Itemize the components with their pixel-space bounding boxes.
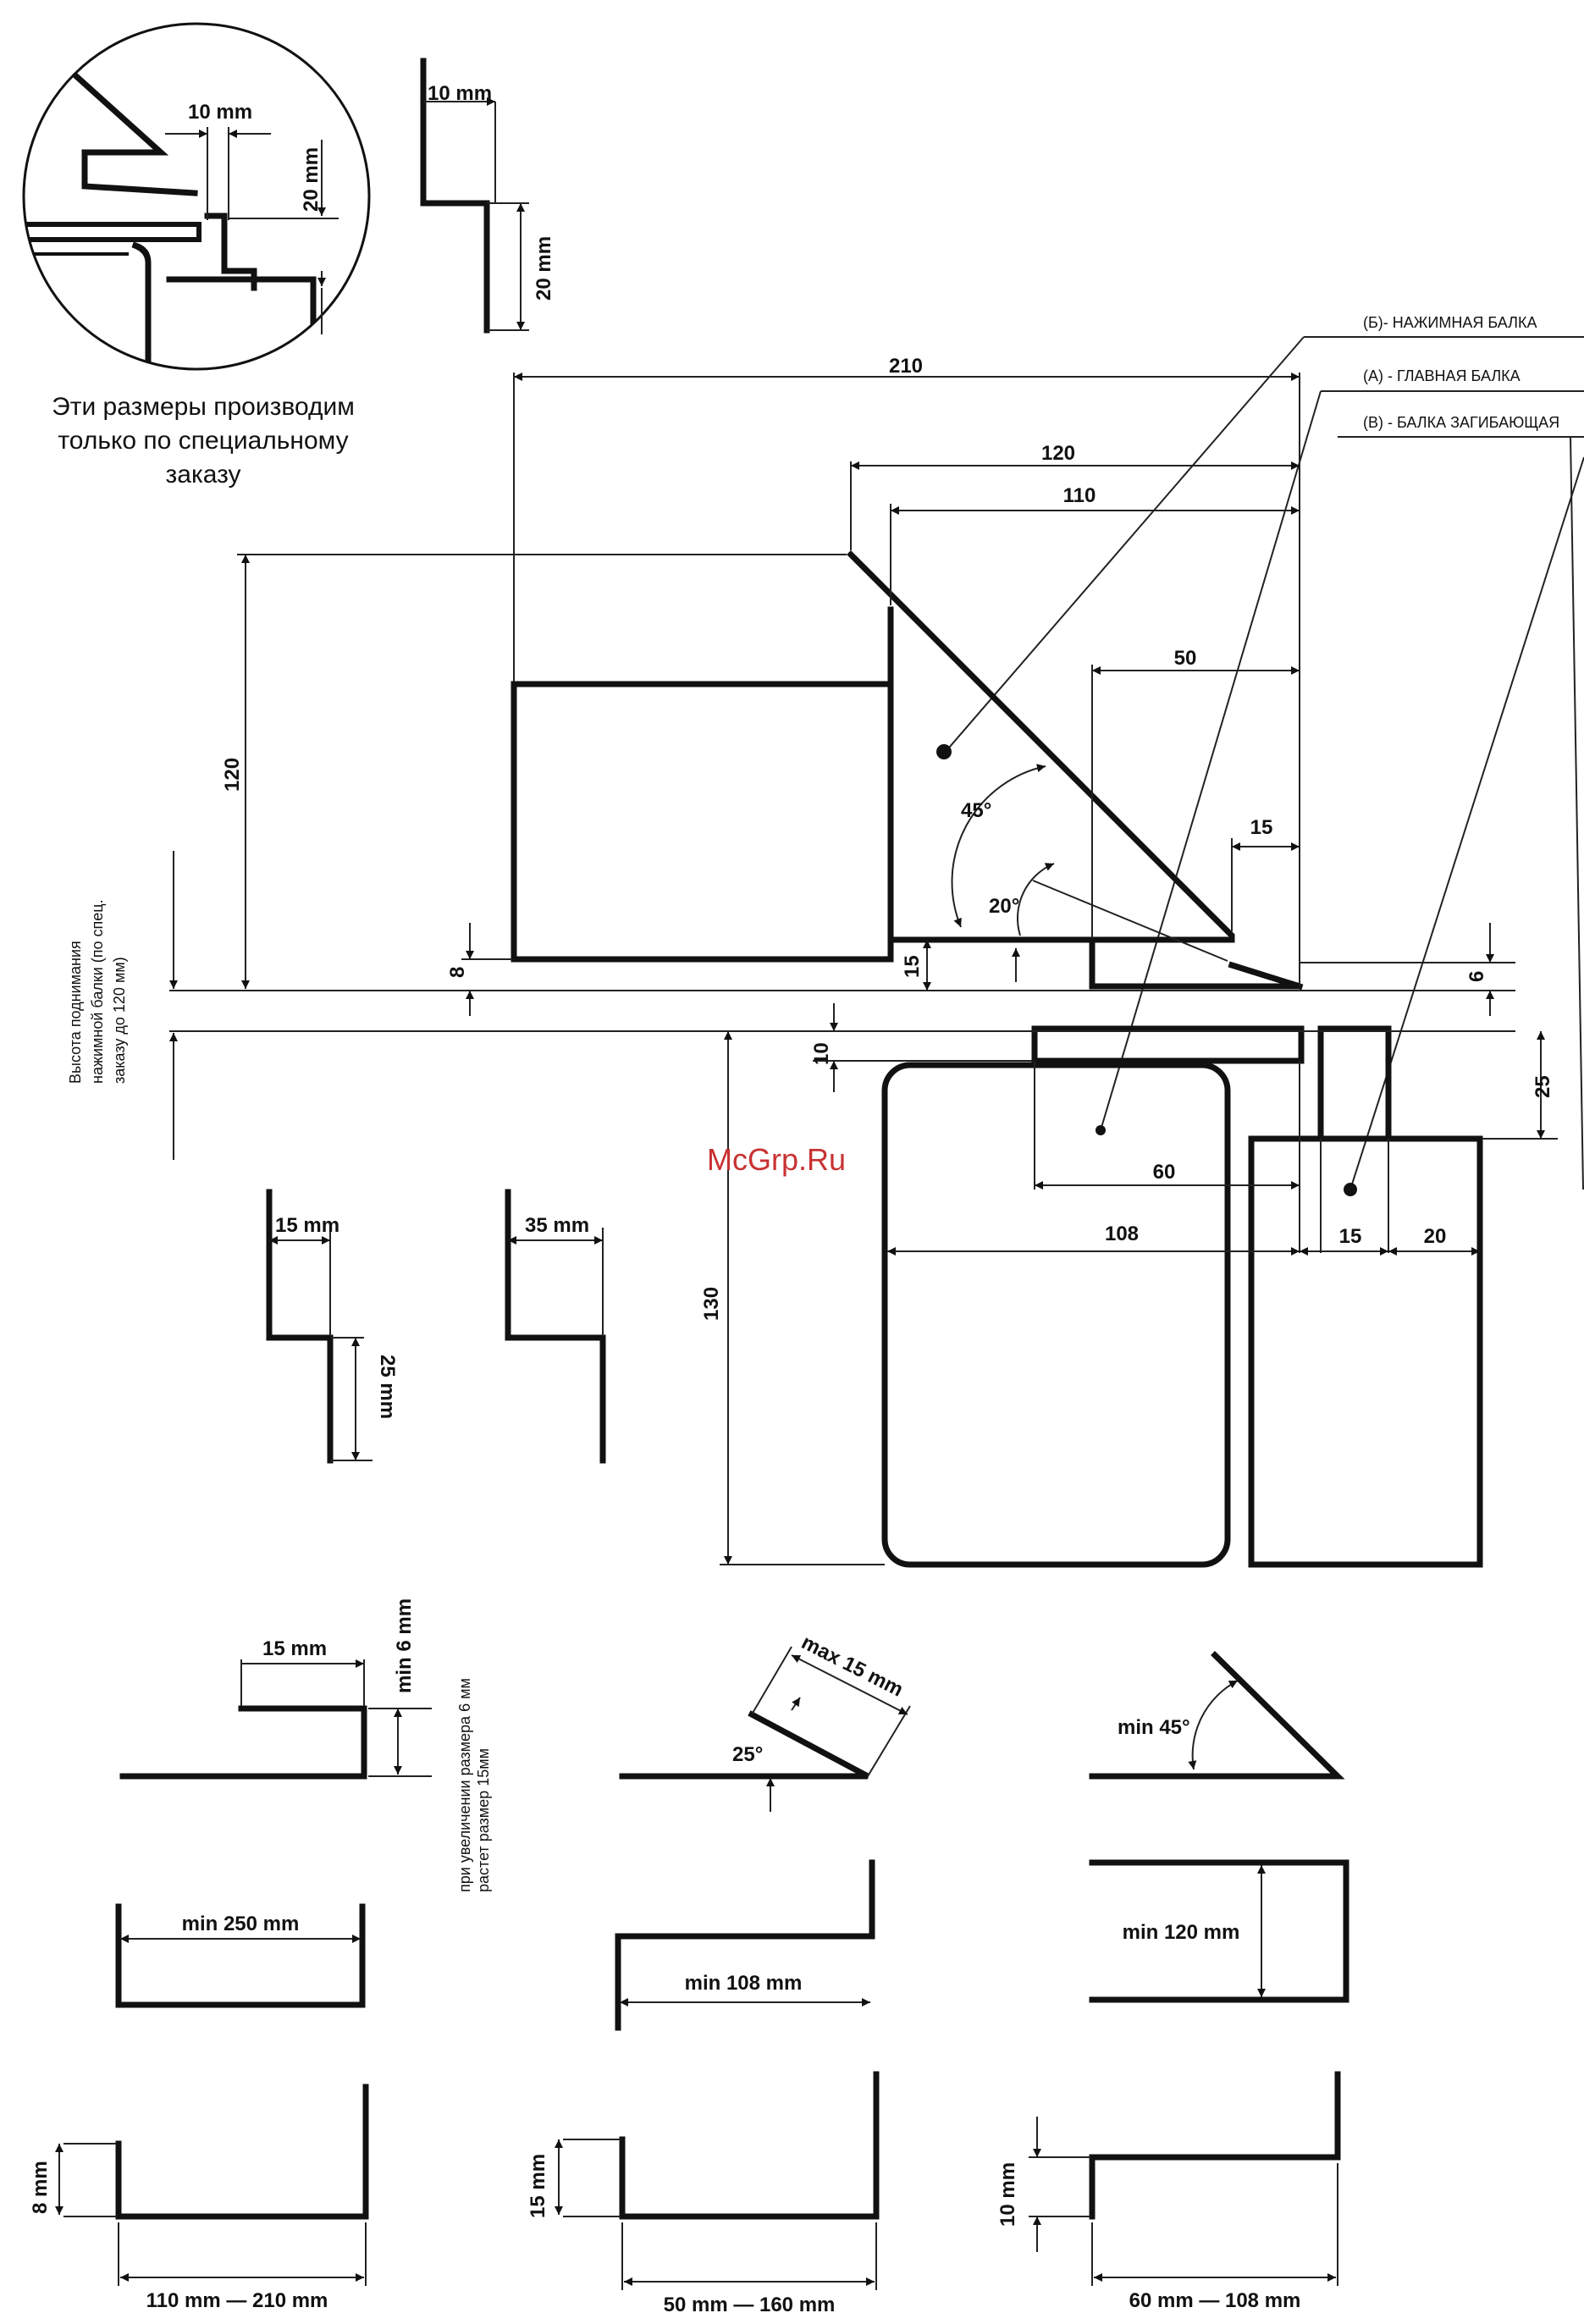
increase-note-line-2: растет размер 15мм	[475, 1748, 492, 1892]
side-note-line-3: заказу до 120 мм)	[111, 957, 128, 1084]
b1-25deg: 25°	[732, 1743, 763, 1766]
b2-min108mm: min 108 mm	[685, 1972, 803, 1995]
top-profile-10mm: 10 mm	[428, 82, 492, 105]
b3-50-160mm: 50 mm — 160 mm	[664, 2294, 836, 2316]
detail-circle: 10 mm 20 mm	[22, 22, 371, 371]
dim-20-b: 20	[1424, 1225, 1447, 1248]
dim-50: 50	[1174, 647, 1197, 670]
folding-beam-body	[1248, 1135, 1483, 1568]
bottom-shape-1: 15 mm min 6 mm	[119, 1598, 432, 1780]
pressing-beam	[847, 550, 1235, 943]
folding-beam-top	[1317, 1025, 1392, 1142]
dim-130: 130	[700, 1287, 723, 1321]
b3-15mm: 15 mm	[527, 2154, 549, 2218]
legend-v: (В) - БАЛКА ЗАГИБАЮЩАЯ	[1363, 414, 1559, 431]
dim-10-low: 10	[810, 1042, 833, 1065]
top-profile-20mm: 20 mm	[533, 236, 555, 301]
dim-120-left: 120	[221, 758, 244, 792]
note-line-1: Эти размеры производим	[52, 393, 355, 421]
beam-left-block	[511, 681, 894, 963]
marker-v-dot	[1344, 1183, 1357, 1196]
b1-min45deg: min 45°	[1118, 1716, 1190, 1739]
b3-8mm: 8 mm	[29, 2161, 52, 2214]
profile-35mm: 35 mm	[525, 1214, 589, 1237]
side-note-line-2: нажимной балки (по спец.	[89, 899, 106, 1084]
note-line-2: только по специальному	[58, 427, 348, 455]
lift-height-note: Высота поднимания нажимной балки (по спе…	[67, 899, 128, 1084]
profile-35: 35 mm	[505, 1189, 606, 1464]
marker-a-dot	[1096, 1125, 1106, 1135]
profile-15mm: 15 mm	[275, 1214, 339, 1237]
side-note-line-1: Высота поднимания	[67, 941, 84, 1084]
bottom-shape-6: min 120 mm	[1089, 1859, 1349, 2003]
bottom-shape-5: min 108 mm	[615, 1859, 875, 2031]
dim-110: 110	[1063, 484, 1096, 507]
increase-note: при увеличении размера 6 мм растет разме…	[456, 1678, 492, 1892]
top-profile: 10 mm 20 mm	[420, 58, 555, 334]
dim-108: 108	[1105, 1223, 1139, 1245]
main-beam-body	[881, 1062, 1231, 1568]
profile-25mm: 25 mm	[376, 1355, 399, 1419]
main-section	[511, 550, 1483, 1568]
dim-15-right: 15	[1250, 816, 1273, 839]
b1-15mm: 15 mm	[262, 1637, 327, 1660]
bottom-shape-2: max 15 mm 25°	[619, 1631, 911, 1812]
dim-15-b: 15	[1339, 1225, 1362, 1248]
b1-min6mm: min 6 mm	[393, 1598, 416, 1693]
increase-note-line-1: при увеличении размера 6 мм	[456, 1678, 473, 1892]
detail-10mm-label: 10 mm	[188, 101, 252, 124]
angle-20: 20°	[989, 895, 1019, 918]
bottom-shape-8: 15 mm 50 mm — 160 mm	[527, 2071, 880, 2316]
note-line-3: заказу	[166, 461, 241, 489]
watermark: McGrp.Ru	[707, 1142, 846, 1177]
detail-20mm-label: 20 mm	[300, 147, 323, 212]
profile-15-25: 15 mm 25 mm	[266, 1189, 399, 1464]
dim-8: 8	[446, 967, 469, 978]
angle-45: 45°	[961, 799, 991, 822]
legend-b: (Б)- НАЖИМНАЯ БАЛКА	[1363, 314, 1537, 331]
main-beam-top-plate	[1031, 1025, 1305, 1064]
legend-a: (А) - ГЛАВНАЯ БАЛКА	[1363, 367, 1521, 384]
b3-10mm: 10 mm	[996, 2162, 1019, 2227]
marker-b-dot	[936, 744, 952, 759]
b3-110-210mm: 110 mm — 210 mm	[146, 2289, 328, 2312]
bottom-shape-3: min 45°	[1089, 1651, 1345, 1780]
main-dimensions: 210 120 110 50 120 45° 20° 15 8	[169, 355, 1558, 1565]
dim-15-low: 15	[901, 955, 924, 978]
bottom-shape-9: 10 mm 60 mm — 108 mm	[996, 2071, 1341, 2312]
bottom-shape-7: 8 mm 110 mm — 210 mm	[29, 2084, 369, 2312]
bottom-shape-4: min 250 mm	[115, 1903, 366, 2008]
dim-210: 210	[889, 355, 923, 378]
dim-25: 25	[1532, 1075, 1554, 1098]
b2-min250mm: min 250 mm	[182, 1913, 300, 1935]
dim-60: 60	[1153, 1161, 1176, 1184]
dim-6: 6	[1465, 971, 1488, 982]
special-order-note: Эти размеры производим только по специал…	[52, 393, 355, 489]
b2-min120mm: min 120 mm	[1123, 1921, 1240, 1944]
b3-60-108mm: 60 mm — 108 mm	[1129, 2289, 1301, 2312]
dim-120-top: 120	[1041, 442, 1075, 465]
